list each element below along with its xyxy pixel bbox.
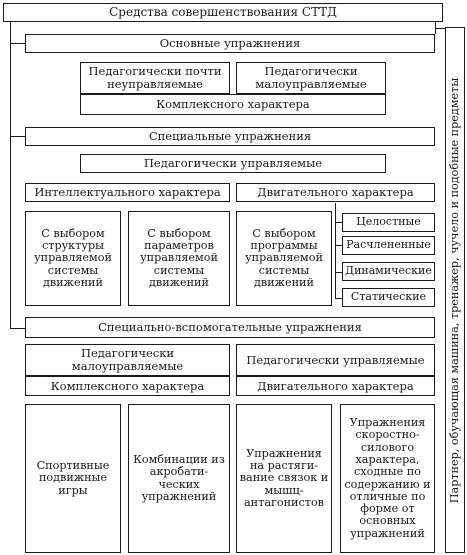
sports-games-box: Спортивные подвижные игры [25, 404, 121, 553]
aux-complex-character-label: Комплексного характера [50, 378, 205, 393]
connector-line [335, 298, 342, 299]
aux-low-controlled-label: Педагогически малоуправляемые [71, 346, 184, 373]
choice-structure-box: С выбором структуры управляемой системы … [25, 211, 121, 306]
type-static-label: Статические [350, 290, 427, 304]
connector-line [10, 328, 25, 329]
intellectual-character-box: Интеллектуального характера [25, 183, 230, 202]
pedagogically-controlled-box: Педагогически управляемые [80, 154, 386, 173]
connector-line [335, 222, 342, 223]
connector-line [10, 43, 25, 44]
type-static-box: Статические [342, 288, 435, 307]
almost-uncontrolled-label: Педагогически почти неуправляемые [88, 64, 222, 91]
title-box: Средства совершенствования СТТД [3, 3, 443, 22]
sports-games-label: Спортивные подвижные игры [36, 459, 110, 497]
almost-uncontrolled-box: Педагогически почти неуправляемые [80, 62, 230, 94]
side-label-text: Партнер, обучающая машина, тренажер, чуч… [448, 77, 462, 503]
complex-character-label: Комплексного характера [156, 97, 310, 112]
motor-character-box: Двигательного характера [236, 183, 435, 202]
choice-structure-label: С выбором структуры управляемой системы … [34, 226, 112, 289]
choice-program-box: С выбором программы управляемой системы … [236, 211, 332, 306]
connector-line [335, 203, 336, 299]
special-exercises-label: Специальные упражнения [148, 129, 312, 144]
title-text: Средства совершенствования СТТД [109, 4, 337, 19]
aux-complex-character-box: Комплексного характера [25, 376, 230, 396]
motor-character-label: Двигательного характера [257, 185, 414, 200]
type-dynamic-label: Динамические [345, 264, 432, 278]
pedagogically-controlled-label: Педагогически управляемые [143, 156, 323, 171]
aux-motor-character-box: Двигательного характера [236, 376, 435, 396]
connector-line [435, 21, 436, 34]
type-dynamic-box: Динамические [342, 262, 435, 281]
side-label: Партнер, обучающая машина, тренажер, чуч… [445, 27, 465, 553]
stretching-label: Упражнения на растяги-вание связок и мыш… [239, 446, 329, 509]
type-integral-label: Целостные [356, 215, 421, 229]
type-integral-box: Целостные [342, 213, 435, 232]
side-label-box [445, 27, 465, 553]
low-controlled-label: Педагогически малоуправляемые [255, 64, 367, 91]
type-dissected-box: Расчлененные [342, 236, 435, 255]
connector-line [10, 136, 25, 137]
special-exercises-box: Специальные упражнения [25, 127, 435, 146]
aux-controlled-label: Педагогически управляемые [246, 352, 425, 367]
connector-line [10, 21, 11, 329]
aux-motor-character-label: Двигательного характера [257, 378, 414, 393]
acrobatics-box: Комбинации из акробати-ческих упражнений [128, 404, 230, 553]
complex-character-box: Комплексного характера [80, 94, 386, 115]
aux-low-controlled-box: Педагогически малоуправляемые [25, 344, 230, 376]
type-dissected-label: Расчлененные [346, 238, 431, 252]
speed-strength-label: Упражнения скоростно-силового характера,… [344, 415, 431, 540]
connector-line [335, 245, 342, 246]
choice-parameters-label: С выбором параметров управляемой системы… [140, 226, 218, 289]
aux-controlled-box: Педагогически управляемые [236, 344, 435, 376]
choice-parameters-box: С выбором параметров управляемой системы… [128, 211, 230, 306]
auxiliary-exercises-label: Специально-вспомогательные упражнения [98, 320, 362, 335]
low-controlled-box: Педагогически малоуправляемые [236, 62, 386, 94]
connector-line [335, 272, 342, 273]
auxiliary-exercises-box: Специально-вспомогательные упражнения [25, 317, 435, 338]
speed-strength-box: Упражнения скоростно-силового характера,… [340, 404, 435, 553]
intellectual-character-label: Интеллектуального характера [34, 185, 221, 200]
choice-program-label: С выбором программы управляемой системы … [245, 226, 323, 289]
connector-line [435, 28, 445, 29]
main-exercises-label: Основные упражнения [159, 36, 301, 51]
stretching-box: Упражнения на растяги-вание связок и мыш… [236, 404, 332, 553]
acrobatics-label: Комбинации из акробати-ческих упражнений [133, 452, 225, 503]
main-exercises-box: Основные упражнения [25, 34, 435, 53]
